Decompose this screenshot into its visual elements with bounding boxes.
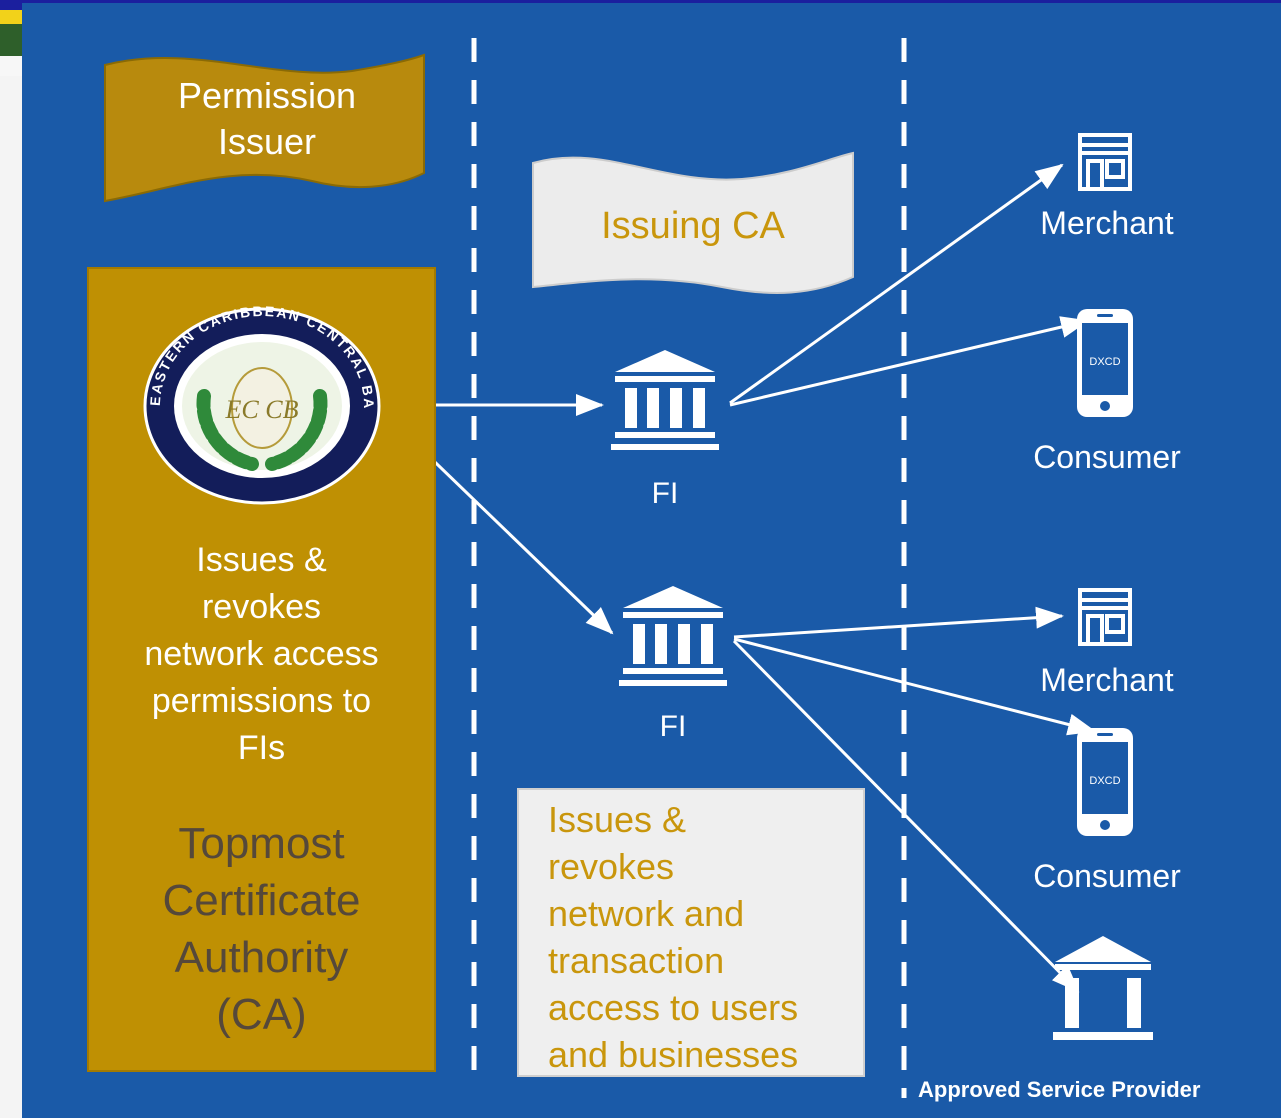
bank-icon [1053,936,1153,1040]
diagram-panel: Permission Issuer Issuing CA EASTERN CAR… [22,3,1281,1118]
merchant-bottom-label: Merchant [1040,662,1174,698]
desc-line: Issues & [196,541,327,579]
title-line: Certificate [162,876,361,925]
diagram-canvas [104,38,1153,1098]
flag-stripe-yellow [0,10,26,24]
phone-icon [1077,309,1133,417]
permission-issuer-label: Permission Issuer [122,73,412,165]
consumer-top-screen-text: DXCD [1089,356,1121,368]
permission-issuer-banner [104,53,425,203]
fi-top-label: FI [651,477,679,510]
issuing-ca-banner [532,151,854,294]
flag-stripe-white [0,56,26,76]
merchant-top-label: Merchant [1040,205,1174,241]
title-line: (CA) [216,990,307,1039]
title-line: Authority [174,933,349,982]
approved-provider-label: Approved Service Provider [918,1077,1201,1102]
consumer-bottom-screen-text: DXCD [1089,775,1121,787]
arrow-fi-bottom-to-consumer [733,637,1096,736]
arrow-fi-bottom-to-merchant [733,606,1064,639]
arrow-fi-top-to-consumer [729,316,1089,407]
left-margin [0,10,26,1118]
permission-issuer-line1: Permission [177,75,357,116]
bank-icon [619,586,727,686]
topmost-ca-title: Topmost Certificate Authority (CA) [87,815,436,1043]
mid-line: transaction [548,940,725,981]
mid-line: Issues & [548,799,687,840]
store-icon [1078,133,1132,191]
desc-line: revokes [201,588,322,626]
flag-stripe-green [0,24,26,56]
title-line: Topmost [178,819,345,868]
issuing-ca-description: Issues & revokes network and transaction… [548,796,863,1078]
mid-line: access to users [548,987,799,1028]
issuing-ca-description-box [517,788,865,1077]
issuing-ca-label: Issuing CA [601,205,785,247]
permission-issuer-line2: Issuer [217,121,317,162]
mid-line: and businesses [548,1034,799,1075]
desc-line: network access [144,635,379,673]
desc-line: FIs [237,729,286,767]
arrow-fi-bottom-to-provider [732,639,1080,993]
fi-bottom-label: FI [659,710,687,743]
topmost-ca-description: Issues & revokes network access permissi… [87,537,436,772]
bank-icon [611,350,719,450]
store-icon [1078,588,1132,646]
seal-monogram: EC CB [225,395,299,424]
phone-icon [1077,728,1133,836]
arrow-fi-top-to-merchant [729,163,1064,405]
desc-line: permissions to [151,682,372,720]
consumer-bottom-label: Consumer [1033,858,1181,894]
mid-line: revokes [548,846,675,887]
mid-line: network and [548,893,745,934]
consumer-top-label: Consumer [1033,439,1181,475]
central-bank-seal: EASTERN CARIBBEAN CENTRAL BANK EC CB [142,306,381,505]
